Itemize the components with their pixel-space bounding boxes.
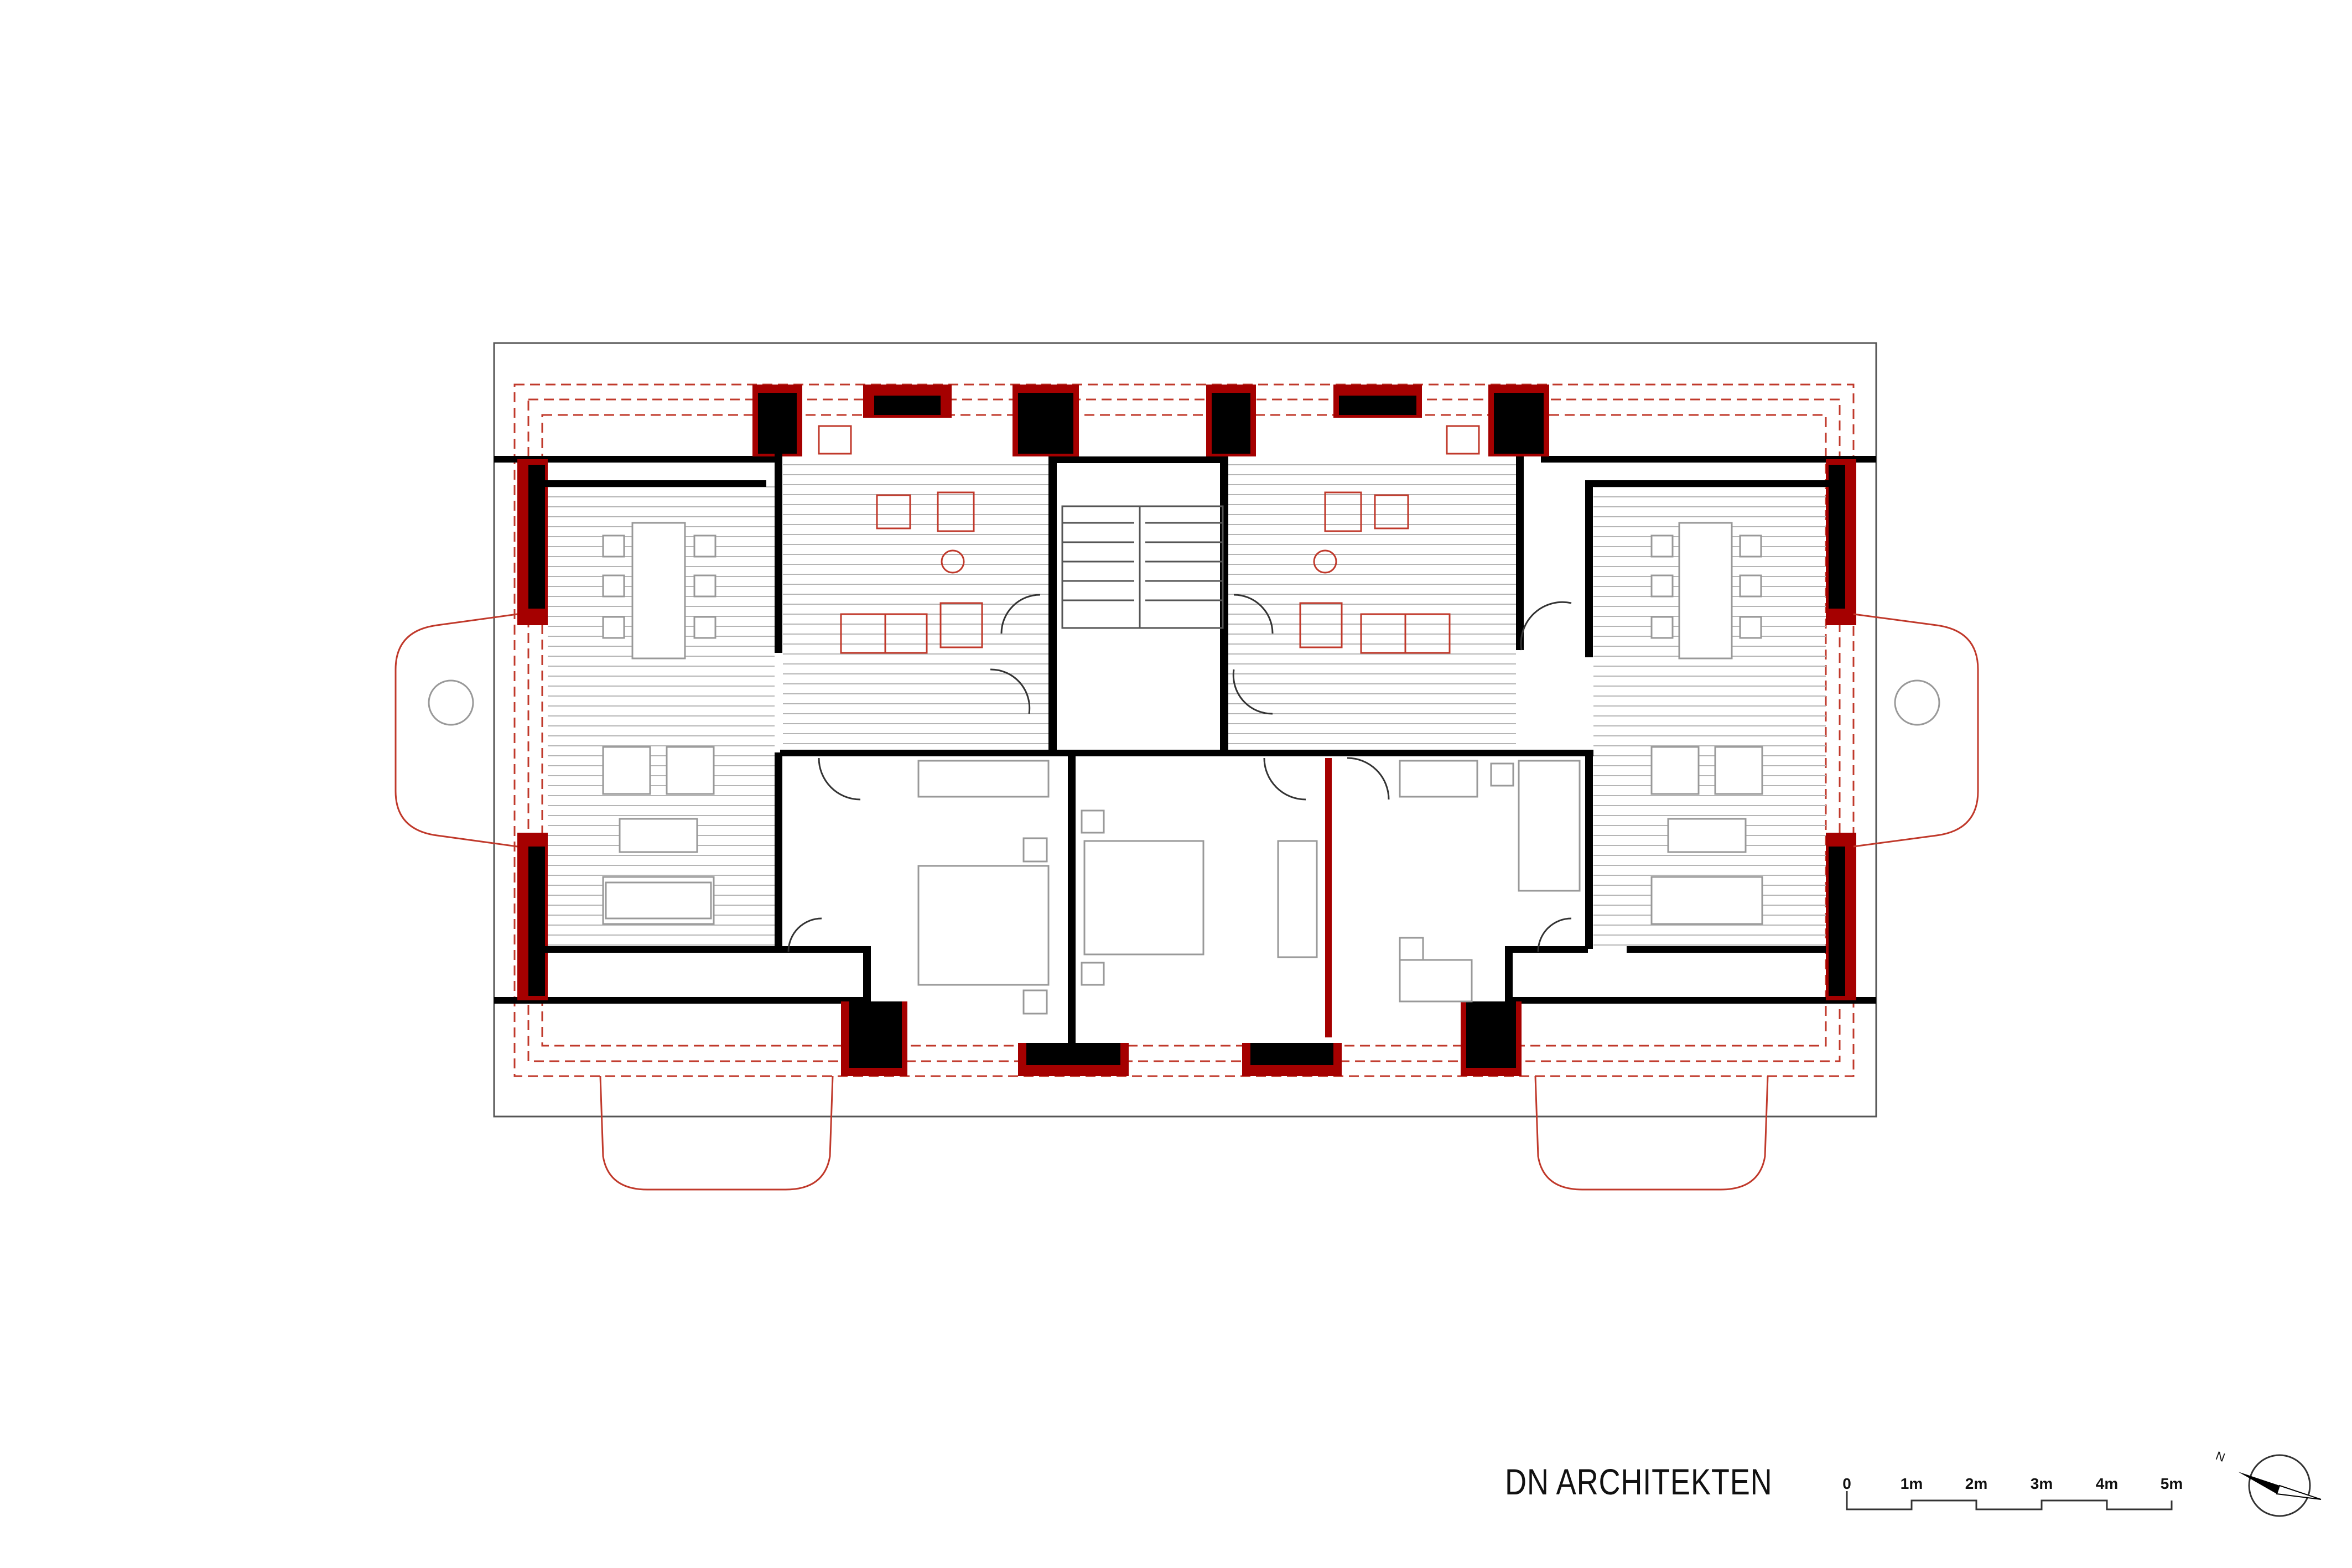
roof-outline	[493, 342, 1877, 1118]
scale-bar	[1846, 1491, 2173, 1510]
kitchen-bath-fixtures	[818, 425, 1480, 654]
balconies	[394, 613, 1979, 1191]
scale-label-1m: 1m	[1900, 1475, 1923, 1492]
firm-name: DN ARCHITEKTEN	[1505, 1461, 1773, 1502]
red-walls	[517, 385, 1856, 1076]
furniture	[602, 522, 1763, 1015]
staircase	[1061, 505, 1224, 629]
scale-label-3m: 3m	[2030, 1475, 2053, 1492]
scale-label-0: 0	[1842, 1475, 1851, 1492]
black-walls	[528, 393, 1845, 1068]
north-arrow	[2238, 1454, 2322, 1517]
floor-hatching	[548, 464, 1826, 946]
scale-label-4m: 4m	[2095, 1475, 2119, 1492]
door-swings	[787, 594, 1572, 952]
scale-label-5m: 5m	[2160, 1475, 2183, 1492]
balcony-furniture	[428, 679, 1940, 726]
scale-label-2m: 2m	[1965, 1475, 1988, 1492]
roof-dashed-lines	[513, 383, 1855, 1077]
